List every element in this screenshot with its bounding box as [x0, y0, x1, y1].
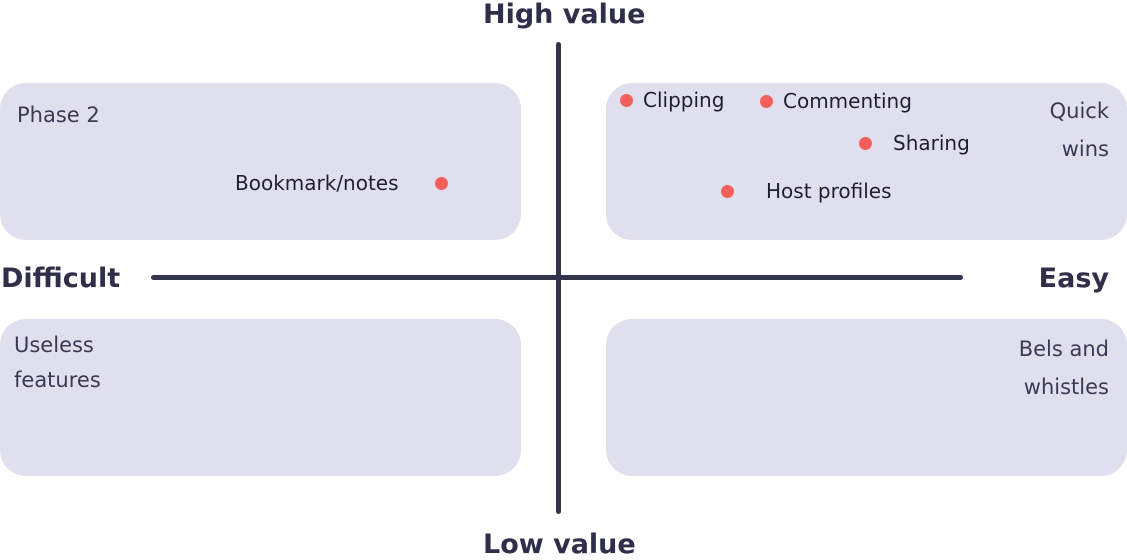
feature-item-sharing: Sharing — [859, 131, 970, 155]
quadrant-bels-and-whistles — [606, 319, 1127, 476]
feature-label: Sharing — [893, 131, 970, 155]
feature-label: Bookmark/notes — [235, 171, 399, 195]
marker-dot-icon — [859, 136, 872, 150]
marker-dot-icon — [434, 176, 448, 190]
quadrant-label-useless-features: Useless features — [14, 333, 101, 392]
axis-label-difficult: Difficult — [1, 263, 121, 294]
feature-label: Clipping — [643, 88, 725, 112]
quadrant-label-phase-2: Phase 2 — [17, 103, 100, 127]
feature-item-commenting: Commenting — [760, 89, 912, 113]
quadrant-useless-features — [0, 319, 521, 476]
axis-label-easy: Easy — [1038, 263, 1109, 294]
feature-label: Host profiles — [766, 179, 892, 203]
feature-item-host-profiles: Host profiles — [721, 179, 892, 203]
horizontal-axis-line — [151, 275, 963, 280]
quadrant-label-quick-wins: Quick wins — [1049, 99, 1109, 161]
axis-label-high-value: High value — [483, 0, 646, 30]
axis-label-low-value: Low value — [483, 529, 636, 560]
quadrant-label-bels-and-whistles: Bels and whistles — [1018, 337, 1109, 399]
quadrant-phase-2 — [0, 83, 521, 240]
marker-dot-icon — [620, 93, 633, 107]
feature-item-bookmark-notes: Bookmark/notes — [235, 171, 448, 195]
quadrant-quick-wins — [606, 83, 1127, 240]
marker-dot-icon — [721, 184, 734, 198]
feature-item-clipping: Clipping — [620, 88, 724, 112]
marker-dot-icon — [760, 94, 773, 108]
feature-label: Commenting — [783, 89, 912, 113]
